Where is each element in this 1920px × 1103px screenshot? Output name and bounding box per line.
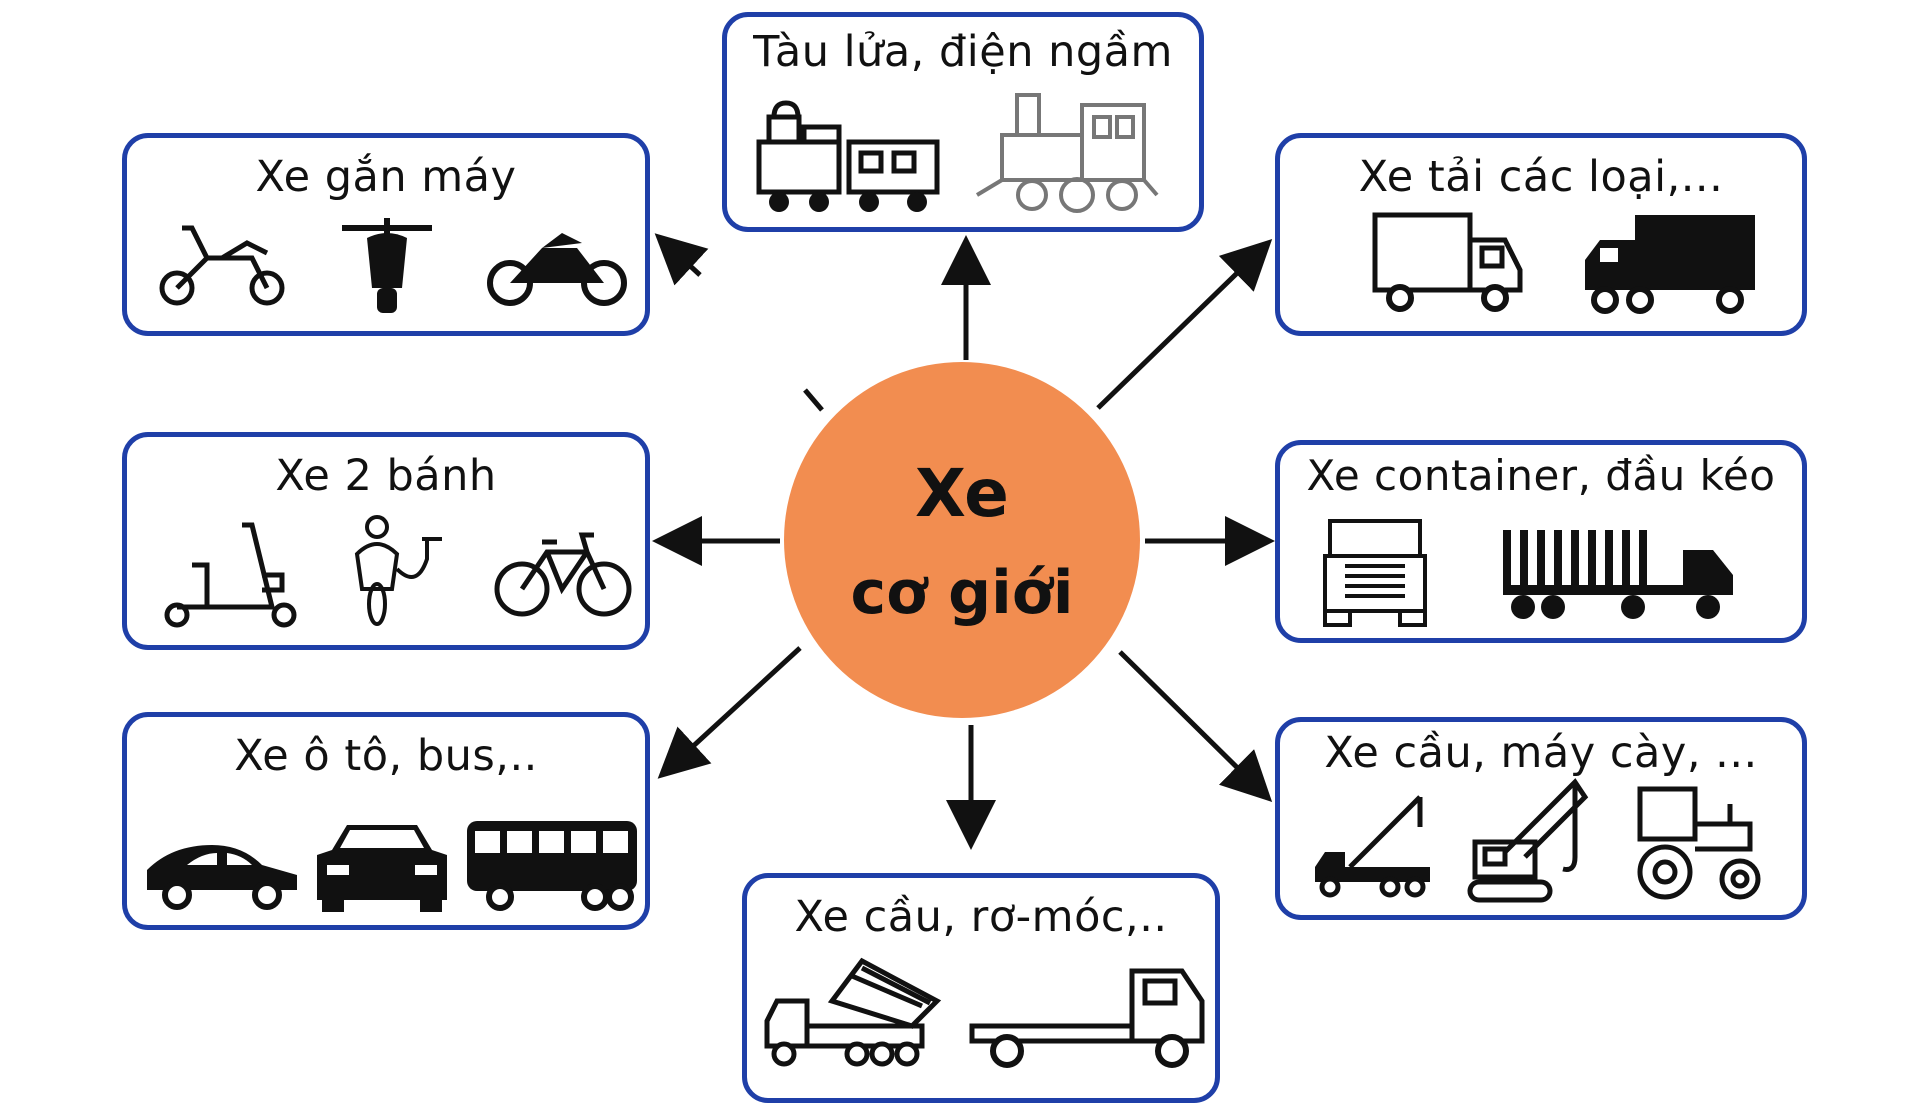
kick-scooter-icon (164, 522, 297, 628)
electric-bike-icon (354, 515, 442, 626)
center-title-line2: cơ giới (850, 558, 1074, 628)
arrow-tick-upper-left (803, 388, 824, 412)
motorcycle-icon (487, 233, 627, 306)
arrow-to-truck (1096, 239, 1273, 410)
center-title-line1: Xe (915, 455, 1009, 532)
crawler-crane-icon (1467, 778, 1589, 903)
box-motorbike: Xe gắn máy (122, 133, 650, 336)
center-circle (784, 362, 1140, 718)
box-title: Xe 2 bánh (275, 451, 497, 501)
steam-locomotive-icon (975, 93, 1159, 213)
box-car: Xe ô tô, bus,.. (122, 712, 650, 930)
sedan-car-icon (317, 825, 447, 912)
tractor-icon (1637, 786, 1761, 900)
box-title: Xe ô tô, bus,.. (234, 731, 538, 781)
scooter-front-icon (342, 218, 432, 313)
box-truck: Xe tải các loại,... (1275, 133, 1807, 336)
scooter-icon (159, 225, 285, 306)
box-container: Xe container, đầu kéo (1275, 440, 1807, 643)
box-title: Xe cầu, rơ-móc,.. (794, 892, 1168, 942)
box-train: Tàu lửa, điện ngầm (722, 12, 1204, 232)
box-two-wheel: Xe 2 bánh (122, 432, 650, 650)
vehicle-mind-map: Xe cơ giới Tàu lửa, điện ngầm Xe gắn máy (122, 12, 1807, 1103)
box-trailer: Xe cầu, rơ-móc,.. (742, 873, 1220, 1103)
arrow-to-motorbike (654, 233, 709, 286)
crane-truck-icon (1315, 795, 1430, 898)
box-truck-icon (1372, 212, 1523, 312)
arrow-to-crane (1118, 650, 1273, 803)
box-title: Tàu lửa, điện ngầm (753, 27, 1173, 77)
bicycle-icon (494, 532, 632, 617)
cargo-truck-icon (1585, 215, 1755, 314)
steam-train-icon (756, 100, 940, 212)
box-title: Xe gắn máy (255, 152, 517, 202)
tractor-head-icon (1323, 519, 1427, 627)
bus-icon (467, 821, 637, 911)
flatbed-truck-icon (969, 968, 1205, 1068)
arrows-layer (652, 233, 1275, 850)
container-truck-icon (1503, 530, 1733, 619)
box-title: Xe container, đầu kéo (1306, 451, 1776, 500)
arrow-to-car (657, 646, 802, 779)
box-title: Xe cầu, máy cày, ... (1324, 728, 1758, 778)
dump-truck-icon (764, 957, 942, 1067)
hatchback-car-icon (147, 845, 297, 910)
box-title: Xe tải các loại,... (1358, 152, 1724, 202)
box-crane: Xe cầu, máy cày, ... (1275, 717, 1807, 920)
